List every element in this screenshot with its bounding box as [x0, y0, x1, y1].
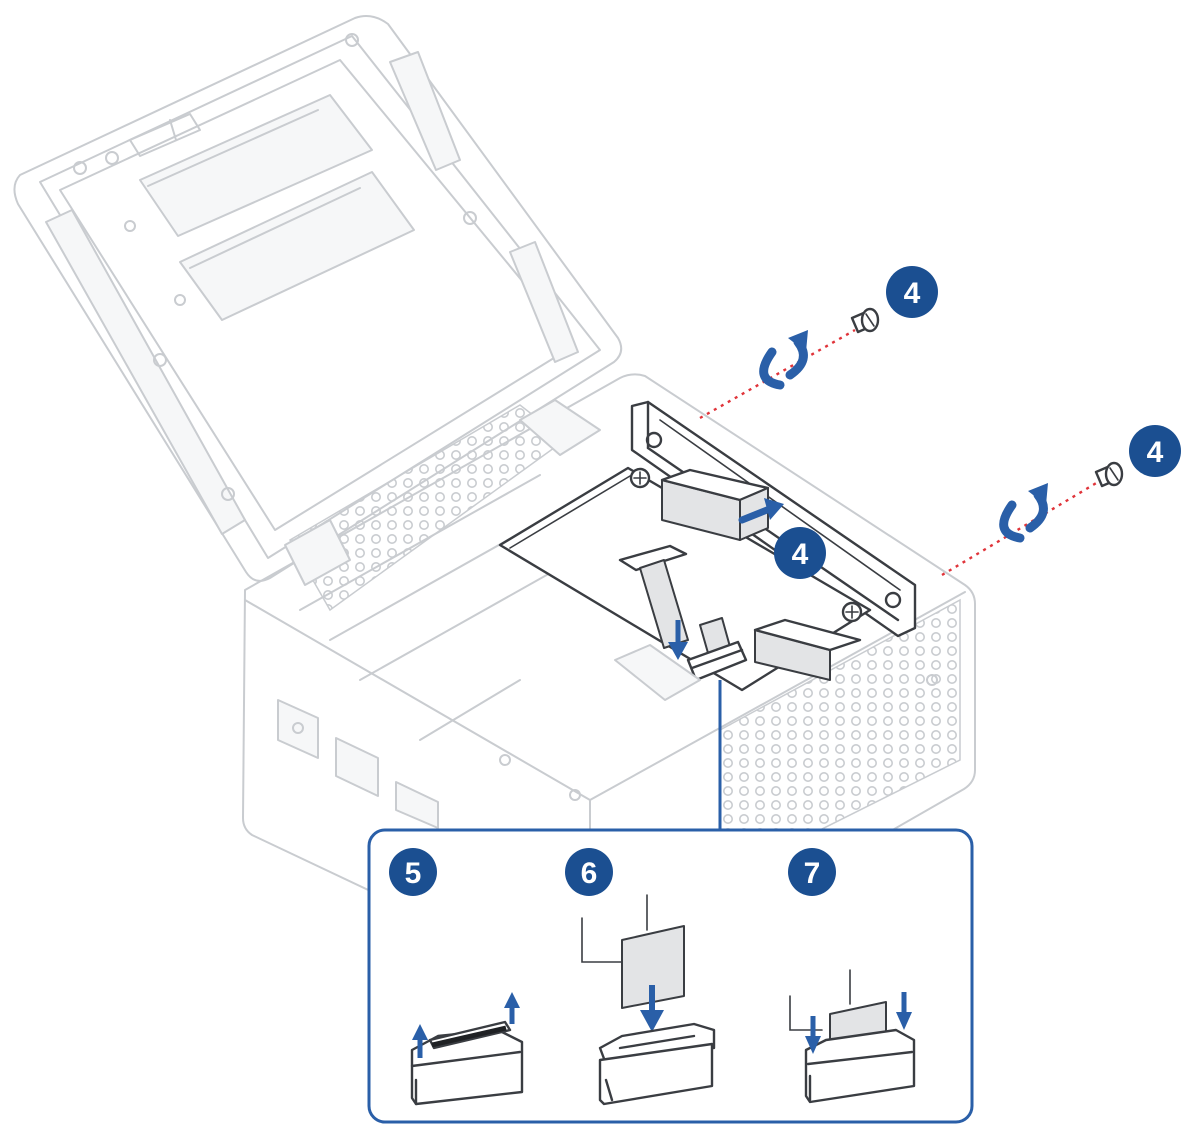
svg-text:4: 4: [792, 538, 809, 571]
latch-down-arrow-icon: [805, 1016, 821, 1054]
svg-text:4: 4: [904, 277, 921, 310]
step-badge-close-latch: 7: [788, 848, 836, 896]
step-badge-bracket: 4: [774, 527, 826, 579]
rotate-counterclockwise-icon: [759, 330, 808, 390]
svg-text:4: 4: [1147, 436, 1164, 469]
latch-down-arrow-icon: [896, 992, 912, 1030]
step-badge-screw-right: 4: [1129, 425, 1181, 477]
connector-closed: [804, 1028, 916, 1104]
rotate-counterclockwise-icon: [999, 483, 1048, 543]
connector-cable-inserted: [598, 1022, 716, 1106]
step-badge-insert-cable: 6: [565, 848, 613, 896]
svg-text:7: 7: [804, 857, 821, 890]
screw-path-right: [941, 480, 1099, 577]
chassis-base: [242, 373, 976, 997]
svg-text:6: 6: [581, 857, 598, 890]
screw-icon: [850, 307, 880, 334]
screw-icon: [1094, 461, 1124, 488]
expansion-card: [498, 466, 872, 692]
chassis-lid: [13, 15, 623, 582]
push-arrow-icon: [738, 498, 784, 524]
step-badge-screw-left: 4: [886, 266, 938, 318]
latch-up-arrow-icon: [504, 992, 520, 1024]
screw-path-left: [699, 328, 856, 420]
connector-open: [410, 1020, 524, 1106]
svg-text:5: 5: [405, 857, 422, 890]
latch-up-arrow-icon: [412, 1024, 428, 1058]
ribbon-cable: [614, 559, 748, 701]
flat-cable: [581, 894, 685, 1009]
cable-down-arrow-icon: [640, 985, 664, 1032]
step-badge-open-latch: 5: [389, 848, 437, 896]
